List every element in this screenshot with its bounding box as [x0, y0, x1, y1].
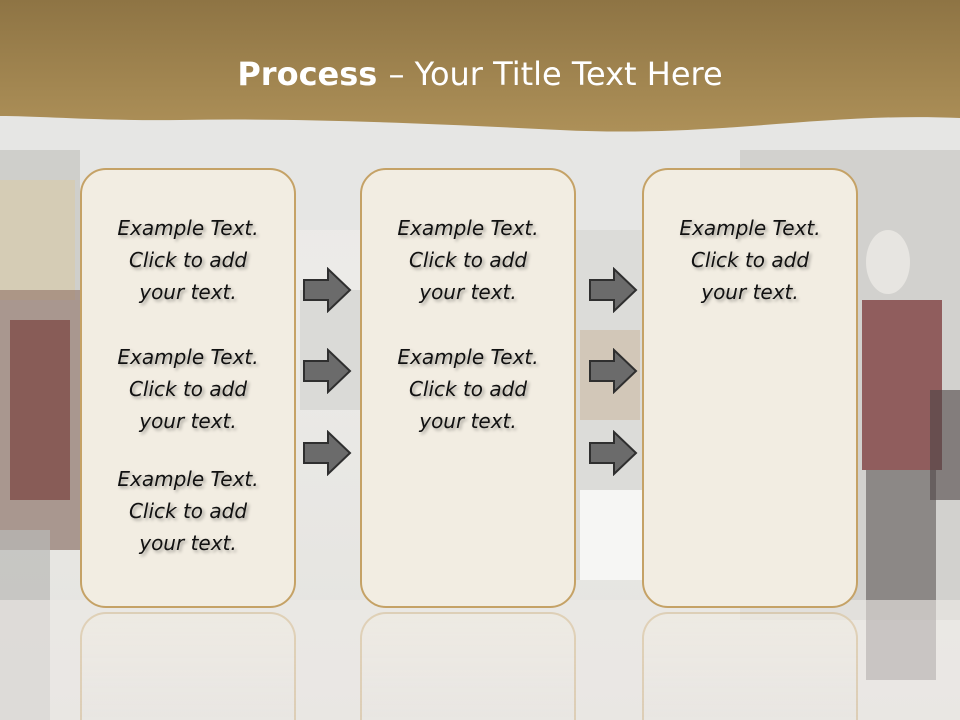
title-bold: Process [237, 55, 389, 93]
right-arrow-icon [589, 430, 638, 476]
right-arrow-icon [303, 430, 352, 476]
card-1-reflection [80, 612, 296, 720]
right-arrow-icon [589, 267, 638, 313]
card-3-reflection [642, 612, 858, 720]
page-title: Process – Your Title Text Here [0, 54, 960, 94]
title-rest: – Your Title Text Here [388, 55, 723, 93]
right-arrow-icon [303, 267, 352, 313]
title-banner [0, 0, 960, 132]
right-arrow-icon [589, 348, 638, 394]
right-arrow-icon [303, 348, 352, 394]
card-2-reflection [360, 612, 576, 720]
